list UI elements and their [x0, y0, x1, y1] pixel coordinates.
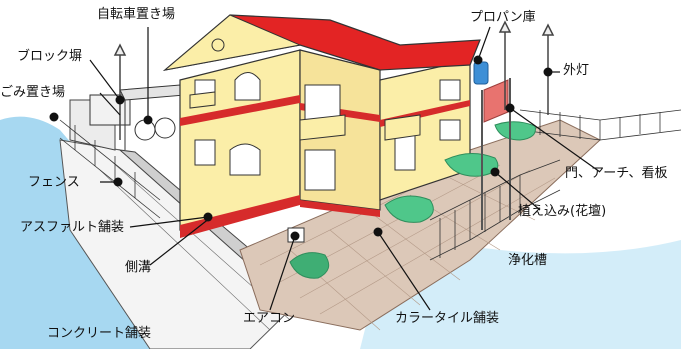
label-septic-tank: 浄化槽	[508, 253, 548, 268]
label-gate-arch-sign: 門、アーチ、看板	[565, 166, 668, 181]
label-outdoor-light: 外灯	[563, 63, 590, 78]
propane-tank	[473, 61, 489, 85]
label-planting: 植え込み(花壇)	[518, 204, 607, 219]
marker-garbage	[49, 112, 59, 122]
label-air-conditioner: エアコン	[243, 311, 296, 326]
marker-gate	[505, 103, 515, 113]
planting-beds	[289, 121, 536, 279]
gate-arch-sign	[481, 78, 511, 230]
tile-grid	[259, 159, 556, 331]
label-fence: フェンス	[28, 175, 80, 190]
label-asphalt-paving: アスファルト舗装	[20, 220, 125, 235]
marker-outdoor-light	[543, 67, 553, 77]
label-block-wall: ブロック塀	[17, 49, 83, 64]
label-garbage-area: ごみ置き場	[0, 85, 66, 100]
apartment-building	[162, 14, 481, 243]
marker-dots	[49, 55, 553, 241]
left-fence	[59, 119, 161, 219]
marker-propane	[473, 55, 483, 65]
marker-color-tile	[373, 227, 383, 237]
marker-side-ditch	[203, 212, 213, 222]
label-color-tile-paving: カラータイル舗装	[395, 311, 500, 326]
marker-planting	[490, 167, 500, 177]
leader-lines	[89, 26, 601, 311]
label-concrete-paving: コンクリート舗装	[47, 326, 152, 341]
label-bicycle-parking: 自転車置き場	[97, 7, 176, 22]
label-propane-storage: プロパン庫	[470, 10, 536, 25]
marker-bicycle	[143, 115, 153, 125]
label-side-ditch: 側溝	[125, 260, 152, 275]
marker-block-wall	[115, 95, 125, 105]
marker-air-conditioner	[290, 231, 300, 241]
back-fence	[519, 109, 681, 141]
marker-fence	[113, 177, 123, 187]
